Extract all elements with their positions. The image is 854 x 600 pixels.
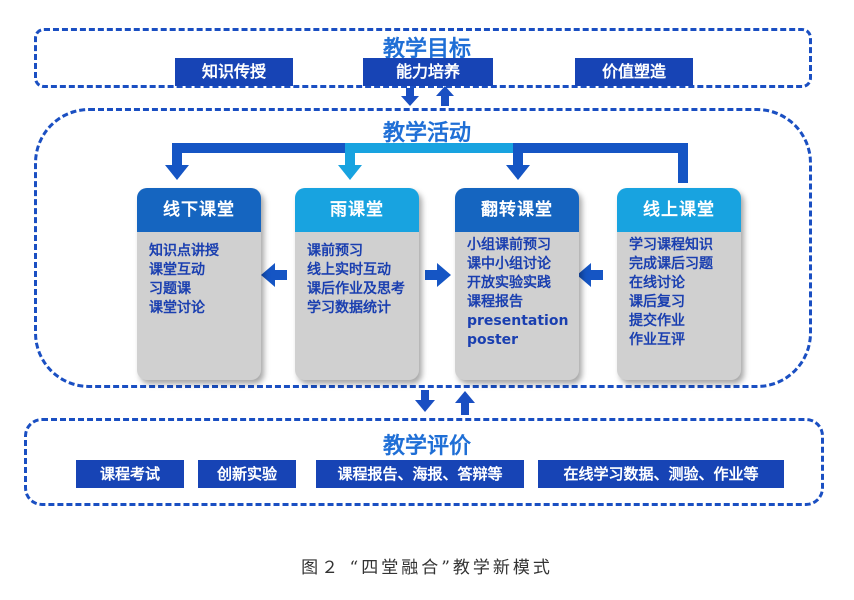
card-title: 翻转课堂 (455, 188, 579, 232)
top-connector-bar (165, 143, 688, 183)
goal-values: 价值塑造 (575, 58, 693, 86)
eval-innovation-experiment: 创新实验 (198, 460, 296, 488)
down-arrow-icon (415, 390, 435, 412)
card-title: 线下课堂 (137, 188, 261, 232)
down-arrow-icon (401, 88, 419, 106)
evaluation-frame (24, 418, 824, 506)
activities-title: 教学活动 (382, 121, 471, 146)
card-line: 知识点讲授 (149, 243, 219, 259)
card-line: 学习课程知识 (629, 237, 713, 253)
card-line: 课后复习 (629, 294, 685, 310)
card-content: 课前预习 线上实时互动 课后作业及思考 学习数据统计 (295, 232, 419, 318)
eval-online-data: 在线学习数据、测验、作业等 (538, 460, 784, 488)
eval-exam: 课程考试 (76, 460, 184, 488)
card-online-class: 线上课堂 学习课程知识 完成课后习题 在线讨论 课后复习 提交作业 作业互评 (617, 188, 741, 380)
card-line: 作业互评 (629, 332, 685, 348)
card-line: presentation (467, 313, 569, 329)
card-line: 学习数据统计 (307, 300, 391, 316)
card-content: 小组课前预习 课中小组讨论 开放实验实践 课程报告 presentation p… (455, 232, 579, 350)
card-line: poster (467, 332, 519, 348)
eval-report-poster-defense: 课程报告、海报、答辩等 (316, 460, 524, 488)
card-title: 雨课堂 (295, 188, 419, 232)
card-content: 学习课程知识 完成课后习题 在线讨论 课后复习 提交作业 作业互评 (617, 232, 741, 350)
up-arrow-icon (436, 86, 454, 106)
card-line: 习题课 (149, 281, 191, 297)
card-line: 课堂讨论 (149, 300, 205, 316)
card-rain-classroom: 雨课堂 课前预习 线上实时互动 课后作业及思考 学习数据统计 (295, 188, 419, 380)
up-arrow-icon (455, 391, 475, 415)
card-line: 课后作业及思考 (307, 281, 405, 297)
activities-frame (34, 108, 812, 388)
card-line: 开放实验实践 (467, 275, 551, 291)
card-line: 课堂互动 (149, 262, 205, 278)
card-line: 完成课后习题 (629, 256, 713, 272)
evaluation-title: 教学评价 (382, 434, 471, 459)
right-arrow-icon (425, 263, 451, 287)
card-line: 课程报告 (467, 294, 523, 310)
card-line: 小组课前预习 (467, 237, 551, 253)
card-title: 线上课堂 (617, 188, 741, 232)
card-line: 课前预习 (307, 243, 363, 259)
left-arrow-icon (577, 263, 603, 287)
card-line: 线上实时互动 (307, 262, 391, 278)
card-offline-class: 线下课堂 知识点讲授 课堂互动 习题课 课堂讨论 (137, 188, 261, 380)
card-line: 提交作业 (629, 313, 685, 329)
card-line: 在线讨论 (629, 275, 685, 291)
left-arrow-icon (261, 263, 287, 287)
card-content: 知识点讲授 课堂互动 习题课 课堂讨论 (137, 232, 261, 318)
goal-ability: 能力培养 (363, 58, 493, 86)
goal-knowledge: 知识传授 (175, 58, 293, 86)
goals-title: 教学目标 (382, 37, 471, 62)
figure-caption: 图２ “四堂融合”教学新模式 (301, 558, 553, 578)
card-line: 课中小组讨论 (467, 256, 551, 272)
card-flipped-class: 翻转课堂 小组课前预习 课中小组讨论 开放实验实践 课程报告 presentat… (455, 188, 579, 380)
goals-frame (34, 28, 812, 88)
